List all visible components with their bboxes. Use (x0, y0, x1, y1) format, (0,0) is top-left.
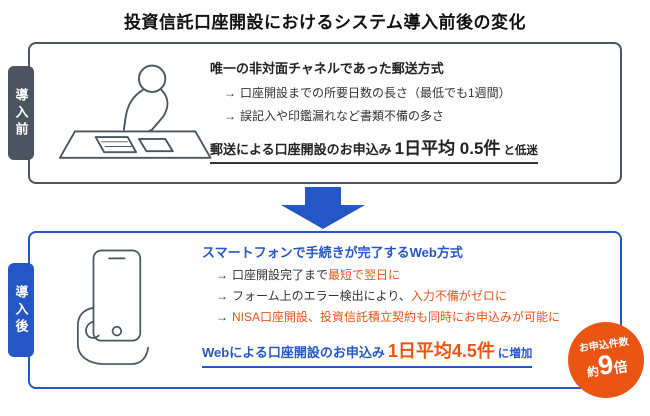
before-tab-label: 導入前 (8, 66, 34, 160)
after-tab-label: 導入後 (8, 263, 34, 357)
badge-value: 約9倍 (580, 347, 634, 383)
after-bullet-2-pre: フォーム上のエラー検出により、 (232, 289, 411, 303)
after-panel: スマートフォンで手続きが完了するWeb方式 → 口座開設完了まで最短で翌日に → フ… (28, 231, 622, 389)
page-title: 投資信託口座開設におけるシステム導入前後の変化 (124, 13, 526, 32)
after-bullet-3-highlight: NISA口座開設、投資信託積立契約も同時にお申込みが可能に (232, 310, 561, 324)
person-writing-icon (58, 64, 212, 159)
after-summary-highlight: 1日平均4.5件 (387, 341, 495, 361)
after-bullet-1-highlight: 最短で翌日に (328, 268, 401, 282)
arrow-glyph: → (216, 268, 228, 282)
after-bullet-3: → NISA口座開設、投資信託積立契約も同時にお申込みが可能に (216, 308, 560, 325)
after-summary-prefix: Webによる口座開設のお申込み (202, 345, 385, 360)
arrow-glyph: → (224, 86, 236, 100)
after-bullet-2-highlight: 入力不備がゼロに (410, 289, 507, 303)
after-summary-suffix: に増加 (497, 348, 533, 360)
before-summary-prefix: 郵送による口座開設のお申込み (210, 142, 392, 157)
before-heading: 唯一の非対面チャネルであった郵送方式 (210, 61, 444, 76)
arrow-glyph: → (216, 289, 228, 303)
before-bullet-1: → 口座開設までの所要日数の長さ（最低でも1週間） (224, 84, 511, 101)
before-bullet-1-text: 口座開設までの所要日数の長さ（最低でも1週間） (240, 86, 511, 100)
before-summary-highlight: 1日平均 0.5件 (394, 139, 501, 158)
after-bullet-1: → 口座開設完了まで最短で翌日に (216, 266, 400, 283)
after-bullet-1-pre: 口座開設完了まで (232, 268, 329, 282)
after-heading: スマートフォンで手続きが完了するWeb方式 (202, 245, 463, 260)
smartphone-illustration (64, 245, 168, 367)
badge-unit: 倍 (612, 357, 629, 376)
after-bullet-2: → フォーム上のエラー検出により、入力不備がゼロに (216, 287, 507, 304)
arrow-glyph: → (224, 109, 236, 123)
arrow-glyph: → (216, 310, 228, 324)
down-arrow-icon (281, 187, 365, 229)
before-panel: 唯一の非対面チャネルであった郵送方式 → 口座開設までの所要日数の長さ（最低でも1… (28, 42, 622, 184)
before-bullet-2: → 誤記入や印鑑漏れなど書類不備の多さ (224, 107, 444, 124)
before-summary-suffix: と低迷 (503, 145, 538, 157)
ratio-badge: お申込件数 約9倍 (568, 322, 644, 398)
smartphone-icon (77, 249, 149, 365)
before-bullet-2-text: 誤記入や印鑑漏れなど書類不備の多さ (240, 109, 445, 123)
person-writing-illustration (58, 58, 218, 171)
